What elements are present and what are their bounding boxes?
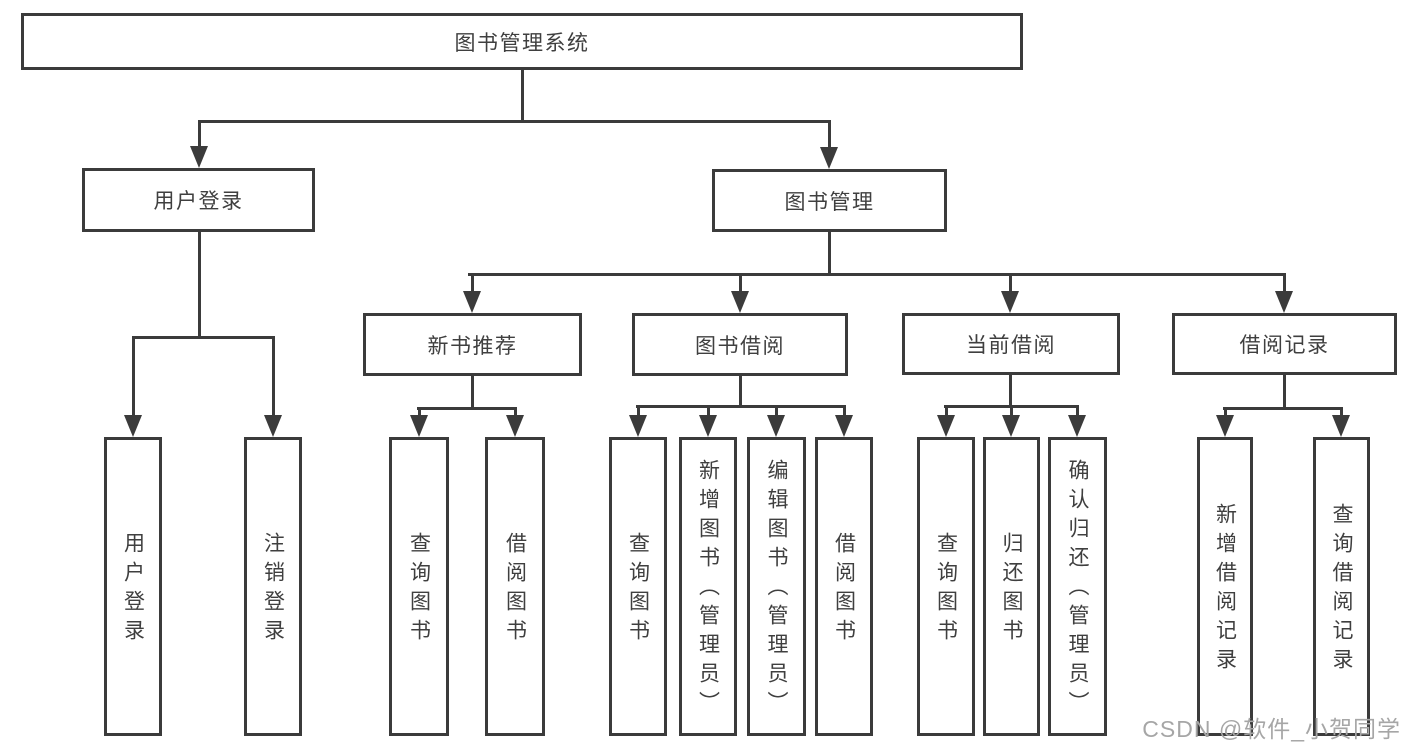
arrow-down-icon xyxy=(124,415,142,437)
arrow-down-icon xyxy=(937,415,955,437)
node-current-borrow: 当前借阅 xyxy=(902,313,1120,375)
arrow-down-icon xyxy=(767,415,785,437)
connector-stem-leaf xyxy=(1340,410,1343,417)
leaf-logout: 注销登录 xyxy=(244,437,302,736)
node-book-borrow: 图书借阅 xyxy=(632,313,848,376)
connector-stem-leaf xyxy=(775,408,778,417)
arrow-down-icon xyxy=(629,415,647,437)
connector-newbook-bar xyxy=(417,407,517,410)
connector-root-stem xyxy=(521,70,524,120)
connector-stem-leaf-login xyxy=(132,339,135,417)
connector-bookborrow-stem xyxy=(739,376,742,405)
arrow-down-icon xyxy=(264,415,282,437)
leaf-return-books: 归还图书 xyxy=(983,437,1040,736)
leaf-confirm-return-admin: 确认归还（管理员） xyxy=(1048,437,1107,736)
connector-userlogin-bar xyxy=(132,336,275,339)
connector-newbook-stem xyxy=(471,376,474,407)
connector-stem-leaf xyxy=(1076,408,1079,417)
leaf-query-books: 查询图书 xyxy=(609,437,667,736)
connector-currentborrow-bar xyxy=(944,405,1079,408)
node-user-login: 用户登录 xyxy=(82,168,315,232)
connector-stem-leaf xyxy=(945,408,948,417)
arrow-down-icon xyxy=(463,291,481,313)
connector-stem-leaf xyxy=(514,410,517,417)
connector-records-stem xyxy=(1283,375,1286,407)
connector-stem-leaf-logout xyxy=(272,339,275,417)
connector-stem-leaf xyxy=(418,410,421,417)
connector-bookborrow-bar xyxy=(636,405,846,408)
node-new-book-recommend: 新书推荐 xyxy=(363,313,582,376)
connector-stem-leaf xyxy=(843,408,846,417)
arrow-down-icon xyxy=(1002,415,1020,437)
arrow-down-icon xyxy=(699,415,717,437)
leaf-edit-books-admin: 编辑图书（管理员） xyxy=(747,437,806,736)
arrow-down-icon xyxy=(1216,415,1234,437)
arrow-down-icon xyxy=(1275,291,1293,313)
connector-currentborrow-stem xyxy=(1009,375,1012,405)
csdn-watermark: CSDN @软件_小贺同学 xyxy=(1142,716,1401,742)
leaf-borrow-books: 借阅图书 xyxy=(485,437,545,736)
arrow-down-icon xyxy=(1068,415,1086,437)
connector-stem-current-borrow xyxy=(1009,276,1012,293)
arrow-down-icon xyxy=(835,415,853,437)
connector-root-bar xyxy=(198,120,831,123)
connector-bookmgmt-stem xyxy=(828,232,831,273)
connector-stem-borrow-records xyxy=(1283,276,1286,293)
connector-records-bar xyxy=(1223,407,1343,410)
arrow-down-icon xyxy=(820,147,838,169)
leaf-query-books: 查询图书 xyxy=(917,437,975,736)
connector-stem-leaf xyxy=(1224,410,1227,417)
connector-stem-new-book xyxy=(471,276,474,293)
connector-stem-leaf xyxy=(637,408,640,417)
connector-stem-book-management xyxy=(828,123,831,148)
connector-stem-leaf xyxy=(1010,408,1013,417)
leaf-add-books-admin: 新增图书（管理员） xyxy=(679,437,737,736)
node-borrow-records: 借阅记录 xyxy=(1172,313,1397,375)
connector-stem-user-login xyxy=(198,123,201,148)
leaf-query-books: 查询图书 xyxy=(389,437,449,736)
arrow-down-icon xyxy=(190,146,208,168)
leaf-borrow-books: 借阅图书 xyxy=(815,437,873,736)
arrow-down-icon xyxy=(410,415,428,437)
arrow-down-icon xyxy=(1001,291,1019,313)
connector-userlogin-stem xyxy=(198,232,201,336)
node-book-management: 图书管理 xyxy=(712,169,947,232)
leaf-add-borrow-record: 新增借阅记录 xyxy=(1197,437,1253,736)
arrow-down-icon xyxy=(506,415,524,437)
node-library-management-system: 图书管理系统 xyxy=(21,13,1023,70)
arrow-down-icon xyxy=(1332,415,1350,437)
arrow-down-icon xyxy=(731,291,749,313)
leaf-user-login: 用户登录 xyxy=(104,437,162,736)
connector-stem-book-borrow xyxy=(739,276,742,293)
connector-bookmgmt-bar xyxy=(468,273,1286,276)
leaf-query-borrow-record: 查询借阅记录 xyxy=(1313,437,1370,736)
connector-stem-leaf xyxy=(707,408,710,417)
